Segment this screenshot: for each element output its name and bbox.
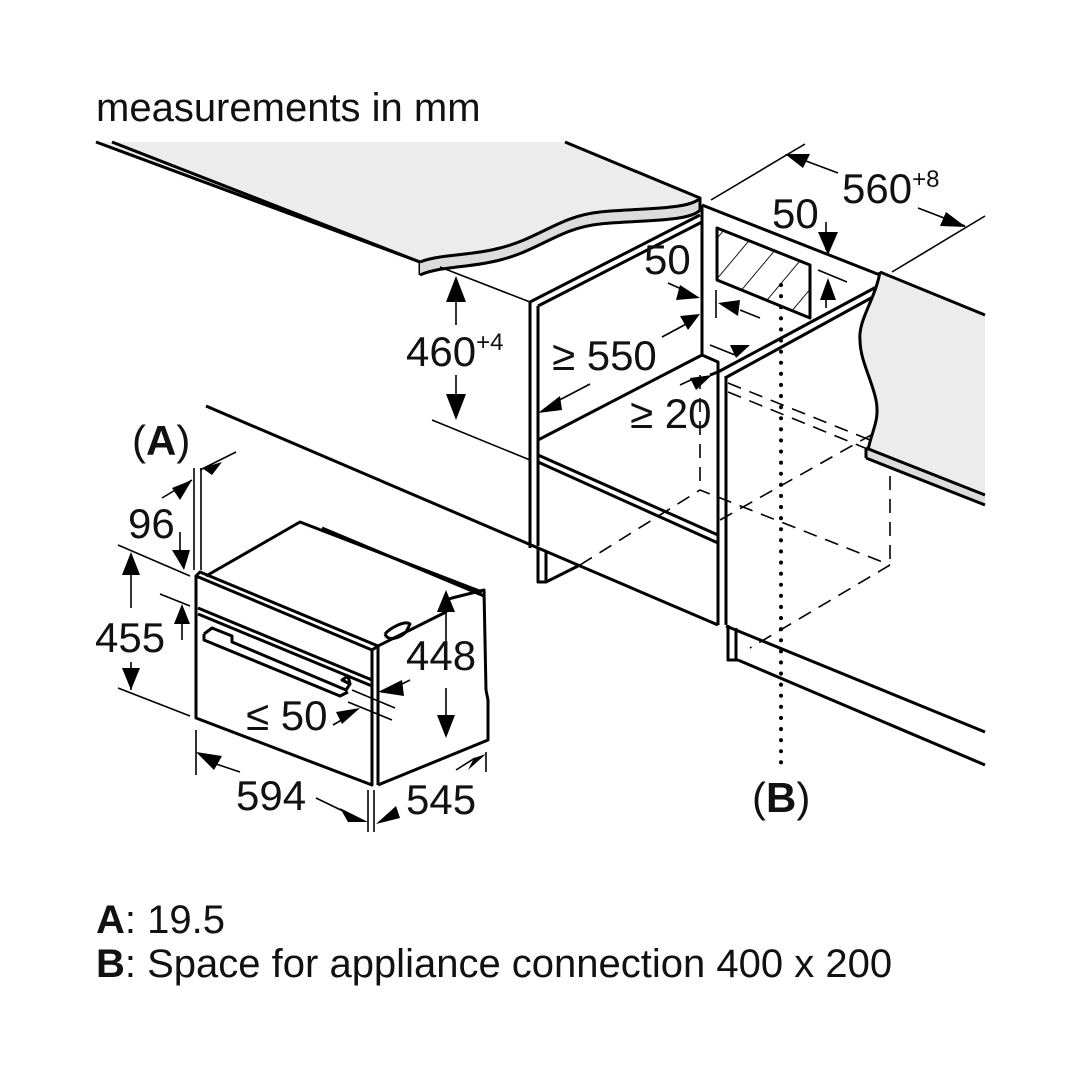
appliance: [194, 520, 490, 787]
label-cabinet-depth: 560+8: [842, 165, 939, 212]
niche-cabinet: [205, 203, 986, 767]
label-appliance-offset: 96: [128, 500, 175, 547]
left-countertop: [95, 140, 702, 277]
dimension-lines: [117, 143, 986, 832]
label-appliance-depth: 545: [406, 776, 476, 823]
label-min-front-gap: ≥ 20: [630, 390, 711, 437]
label-appliance-body-height: 448: [406, 632, 476, 679]
diagram-title: measurements in mm: [96, 86, 481, 130]
label-niche-height: 460+4: [406, 328, 503, 375]
marker-a: (A): [132, 417, 190, 464]
legend-key: B: [96, 942, 125, 986]
legend-item-a: A: 19.5: [96, 900, 225, 940]
dimension-labels: 560+8 50 50 460+4 ≥ 550 ≥ 20 96 455 448 …: [95, 165, 939, 823]
legend-text: : 19.5: [124, 898, 225, 942]
legend-key: A: [96, 898, 125, 942]
label-rear-gap-side: 50: [644, 236, 691, 283]
legend-item-b: B: Space for appliance connection 400 x …: [96, 944, 892, 984]
label-rear-gap-top: 50: [772, 190, 819, 237]
legend-text: : Space for appliance connection 400 x 2…: [124, 942, 893, 986]
label-appliance-width: 594: [236, 772, 306, 819]
right-countertop: [858, 270, 986, 507]
label-appliance-height: 455: [95, 614, 165, 661]
label-min-depth: ≥ 550: [552, 332, 657, 379]
marker-b: (B): [752, 774, 810, 821]
connection-zone: [715, 226, 812, 320]
label-handle-depth: ≤ 50: [246, 692, 327, 739]
hidden-edges: [579, 292, 981, 649]
